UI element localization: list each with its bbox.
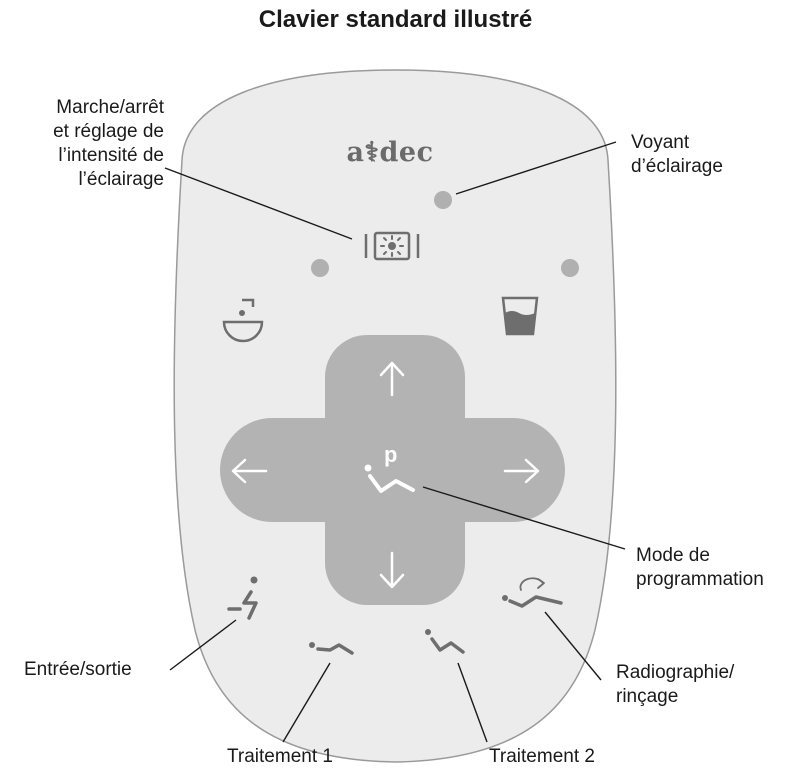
bowl-indicator-led bbox=[311, 259, 329, 277]
callout-light-control: Marche/arrêt et réglage de l’intensité d… bbox=[53, 97, 164, 190]
leader-treatment-2 bbox=[457, 662, 488, 743]
arrow-left-icon bbox=[231, 458, 268, 484]
leader-indicator bbox=[455, 141, 617, 195]
arrow-up-icon bbox=[379, 361, 405, 397]
treatment-2-icon bbox=[425, 629, 465, 654]
callout-treatment-2: Traitement 2 bbox=[489, 746, 595, 767]
leader-light-control bbox=[164, 167, 353, 240]
xray-rinse-icon bbox=[502, 577, 563, 608]
arrow-right-icon bbox=[503, 458, 540, 484]
light-control-icon bbox=[364, 231, 420, 261]
light-indicator-led bbox=[434, 191, 452, 209]
callout-light-indicator: Voyant d’éclairage bbox=[631, 132, 723, 177]
program-p-glyph: p bbox=[384, 442, 397, 467]
program-mode-icon: p bbox=[364, 442, 415, 493]
cup-indicator-led bbox=[561, 259, 579, 277]
adec-logo: a⚕dec bbox=[346, 137, 434, 168]
diagram-title: Clavier standard illustré bbox=[258, 6, 533, 33]
callout-entry-exit: Entrée/sortie bbox=[24, 659, 132, 680]
dpad bbox=[220, 335, 565, 605]
leader-xray bbox=[544, 611, 602, 681]
leader-treatment-1 bbox=[282, 662, 331, 743]
bowl-rinse-icon bbox=[222, 298, 264, 343]
cup-fill-icon bbox=[501, 296, 539, 336]
arrow-down-icon bbox=[379, 551, 405, 589]
callout-xray-rinse: Radiographie/ rinçage bbox=[616, 662, 735, 707]
treatment-1-icon bbox=[309, 642, 354, 655]
callout-program-mode: Mode de programmation bbox=[636, 545, 764, 590]
entry-exit-icon bbox=[227, 576, 258, 620]
leader-entry bbox=[169, 619, 237, 671]
callout-treatment-1: Traitement 1 bbox=[227, 746, 333, 767]
leader-program bbox=[422, 486, 626, 550]
